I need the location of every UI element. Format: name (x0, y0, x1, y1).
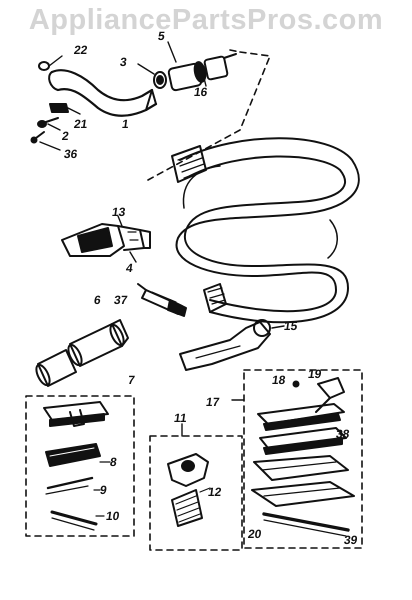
label-part-36: 36 (63, 147, 79, 161)
box-11-contents (167, 423, 211, 527)
label-part-39: 39 (343, 533, 359, 547)
kit-box-11 (149, 435, 243, 551)
screw-assembly (30, 103, 81, 151)
part-37-tool (137, 283, 187, 317)
label-part-1: 1 (121, 117, 130, 131)
watermark: AppliancePartsPros.com (28, 4, 384, 36)
coupling-parts (137, 41, 237, 92)
label-part-8: 8 (109, 455, 118, 469)
label-part-22: 22 (73, 43, 89, 57)
part-22-ring (38, 55, 63, 71)
label-part-4: 4 (125, 261, 134, 275)
label-part-9: 9 (99, 483, 108, 497)
label-part-2: 2 (61, 129, 70, 143)
label-part-38: 38 (335, 427, 351, 441)
part-15-floor-tool (179, 319, 285, 371)
wand-tubes (35, 319, 129, 387)
label-part-3: 3 (119, 55, 128, 69)
handle-wand (48, 69, 158, 117)
label-part-6: 6 (93, 293, 102, 307)
kit-box-17 (243, 369, 363, 549)
label-part-19: 19 (307, 367, 323, 381)
label-part-21: 21 (73, 117, 89, 131)
label-part-20: 20 (247, 527, 263, 541)
box-7-contents (43, 401, 111, 531)
hose-cuff-top (171, 145, 207, 183)
label-part-16: 16 (193, 85, 209, 99)
label-part-7: 7 (127, 373, 136, 387)
label-part-5: 5 (157, 29, 166, 43)
kit-box-7 (25, 395, 135, 537)
label-part-37: 37 (113, 293, 129, 307)
dashed-bracket-top (147, 49, 271, 181)
label-part-13: 13 (111, 205, 127, 219)
label-part-15: 15 (283, 319, 299, 333)
label-part-11: 11 (173, 411, 188, 425)
label-part-12: 12 (207, 485, 223, 499)
label-part-18: 18 (271, 373, 287, 387)
label-part-17: 17 (205, 395, 221, 409)
hose-cuff-bottom (203, 283, 227, 313)
label-part-10: 10 (105, 509, 121, 523)
box-17-contents (231, 377, 355, 537)
hose (175, 137, 360, 324)
crevice-nozzle (61, 215, 151, 263)
